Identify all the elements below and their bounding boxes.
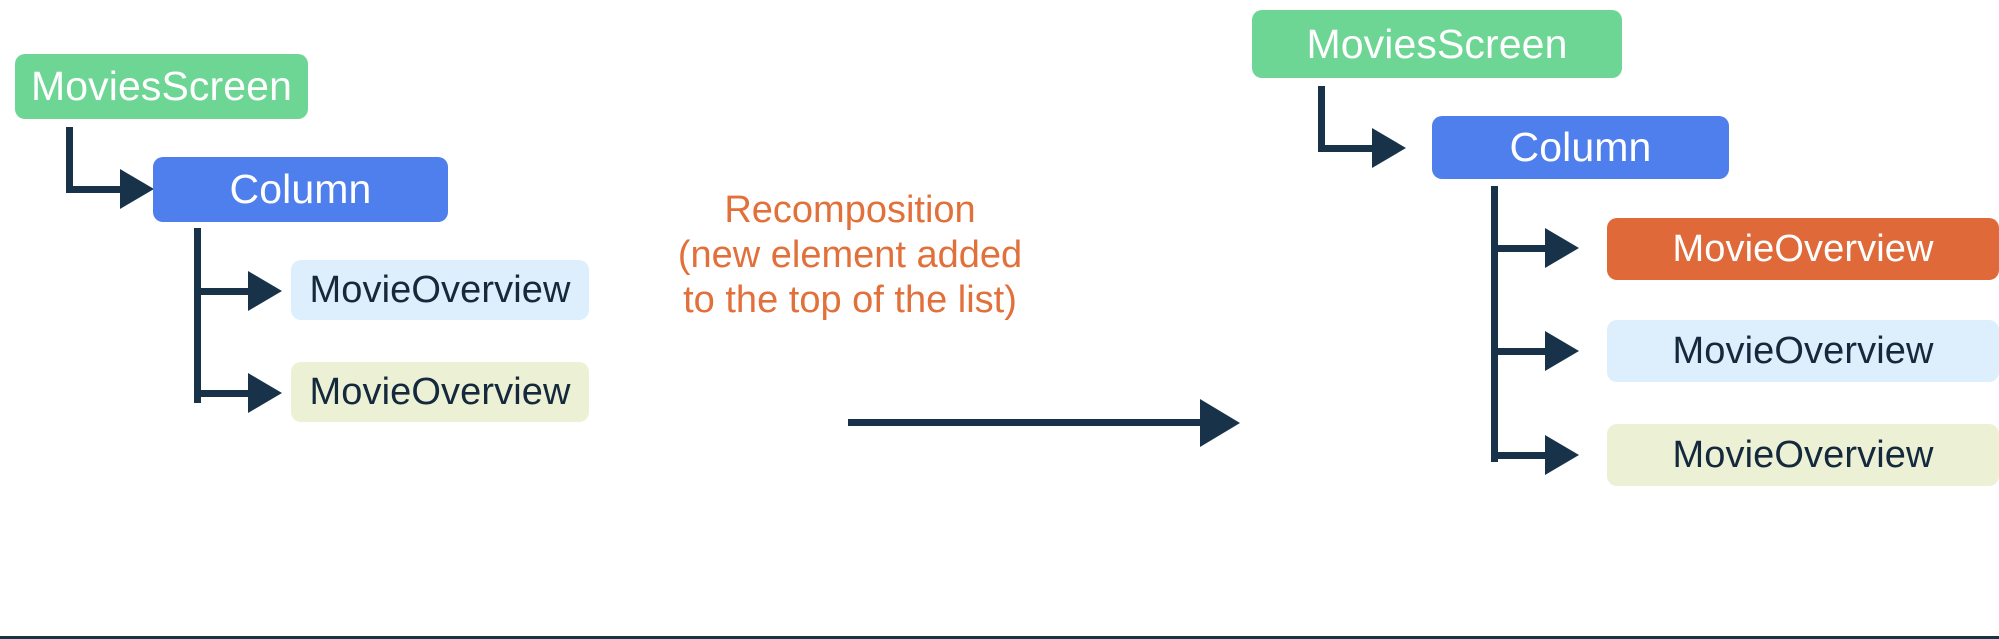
before-node-moviesscreen-label: MoviesScreen	[31, 63, 292, 109]
after-node-column[interactable]: Column	[1432, 116, 1729, 179]
transition-arrow-arrowhead-icon	[1200, 399, 1240, 447]
after-edge-child1-horizontal	[1491, 245, 1551, 252]
before-node-movieoverview-1-label: MovieOverview	[309, 269, 571, 311]
before-edge-child1-arrowhead-icon	[248, 271, 282, 311]
before-edge-root-vertical	[66, 127, 73, 193]
transition-arrow-shaft	[848, 419, 1203, 426]
after-node-movieoverview-new-label: MovieOverview	[1672, 228, 1934, 270]
transition-caption-line-3: to the top of the list)	[683, 278, 1017, 321]
transition-caption: Recomposition (new element added to the …	[665, 188, 1035, 322]
transition-caption-line-1: Recomposition	[724, 189, 976, 231]
before-node-movieoverview-2[interactable]: MovieOverview	[291, 362, 589, 422]
before-node-moviesscreen[interactable]: MoviesScreen	[15, 54, 308, 119]
before-edge-child1-horizontal	[194, 288, 254, 295]
before-node-movieoverview-1[interactable]: MovieOverview	[291, 260, 589, 320]
bottom-divider	[0, 636, 1999, 639]
after-node-movieoverview-3-label: MovieOverview	[1672, 434, 1934, 476]
after-edge-child2-horizontal	[1491, 348, 1551, 355]
after-edge-child1-arrowhead-icon	[1545, 228, 1579, 268]
before-node-movieoverview-2-label: MovieOverview	[309, 371, 571, 413]
after-node-movieoverview-3[interactable]: MovieOverview	[1607, 424, 1999, 486]
after-node-moviesscreen-label: MoviesScreen	[1306, 20, 1568, 67]
before-edge-child2-horizontal	[194, 390, 254, 397]
before-edge-root-horizontal	[66, 186, 126, 193]
before-node-column[interactable]: Column	[153, 157, 448, 222]
after-node-movieoverview-new[interactable]: MovieOverview	[1607, 218, 1999, 280]
after-node-column-label: Column	[1509, 124, 1652, 170]
after-node-movieoverview-2-label: MovieOverview	[1672, 330, 1934, 372]
before-edge-column-trunk	[194, 228, 201, 403]
after-edge-child3-arrowhead-icon	[1545, 435, 1579, 475]
after-edge-root-horizontal	[1318, 145, 1378, 152]
after-node-moviesscreen[interactable]: MoviesScreen	[1252, 10, 1622, 78]
before-node-column-label: Column	[229, 166, 372, 212]
transition-caption-line-2: (new element added	[677, 233, 1023, 276]
after-edge-column-trunk	[1491, 186, 1498, 462]
after-edge-child3-horizontal	[1491, 452, 1551, 459]
after-edge-root-vertical	[1318, 86, 1325, 152]
after-edge-root-arrowhead-icon	[1372, 128, 1406, 168]
after-node-movieoverview-2[interactable]: MovieOverview	[1607, 320, 1999, 382]
before-edge-root-arrowhead-icon	[120, 169, 154, 209]
after-edge-child2-arrowhead-icon	[1545, 331, 1579, 371]
before-edge-child2-arrowhead-icon	[248, 373, 282, 413]
